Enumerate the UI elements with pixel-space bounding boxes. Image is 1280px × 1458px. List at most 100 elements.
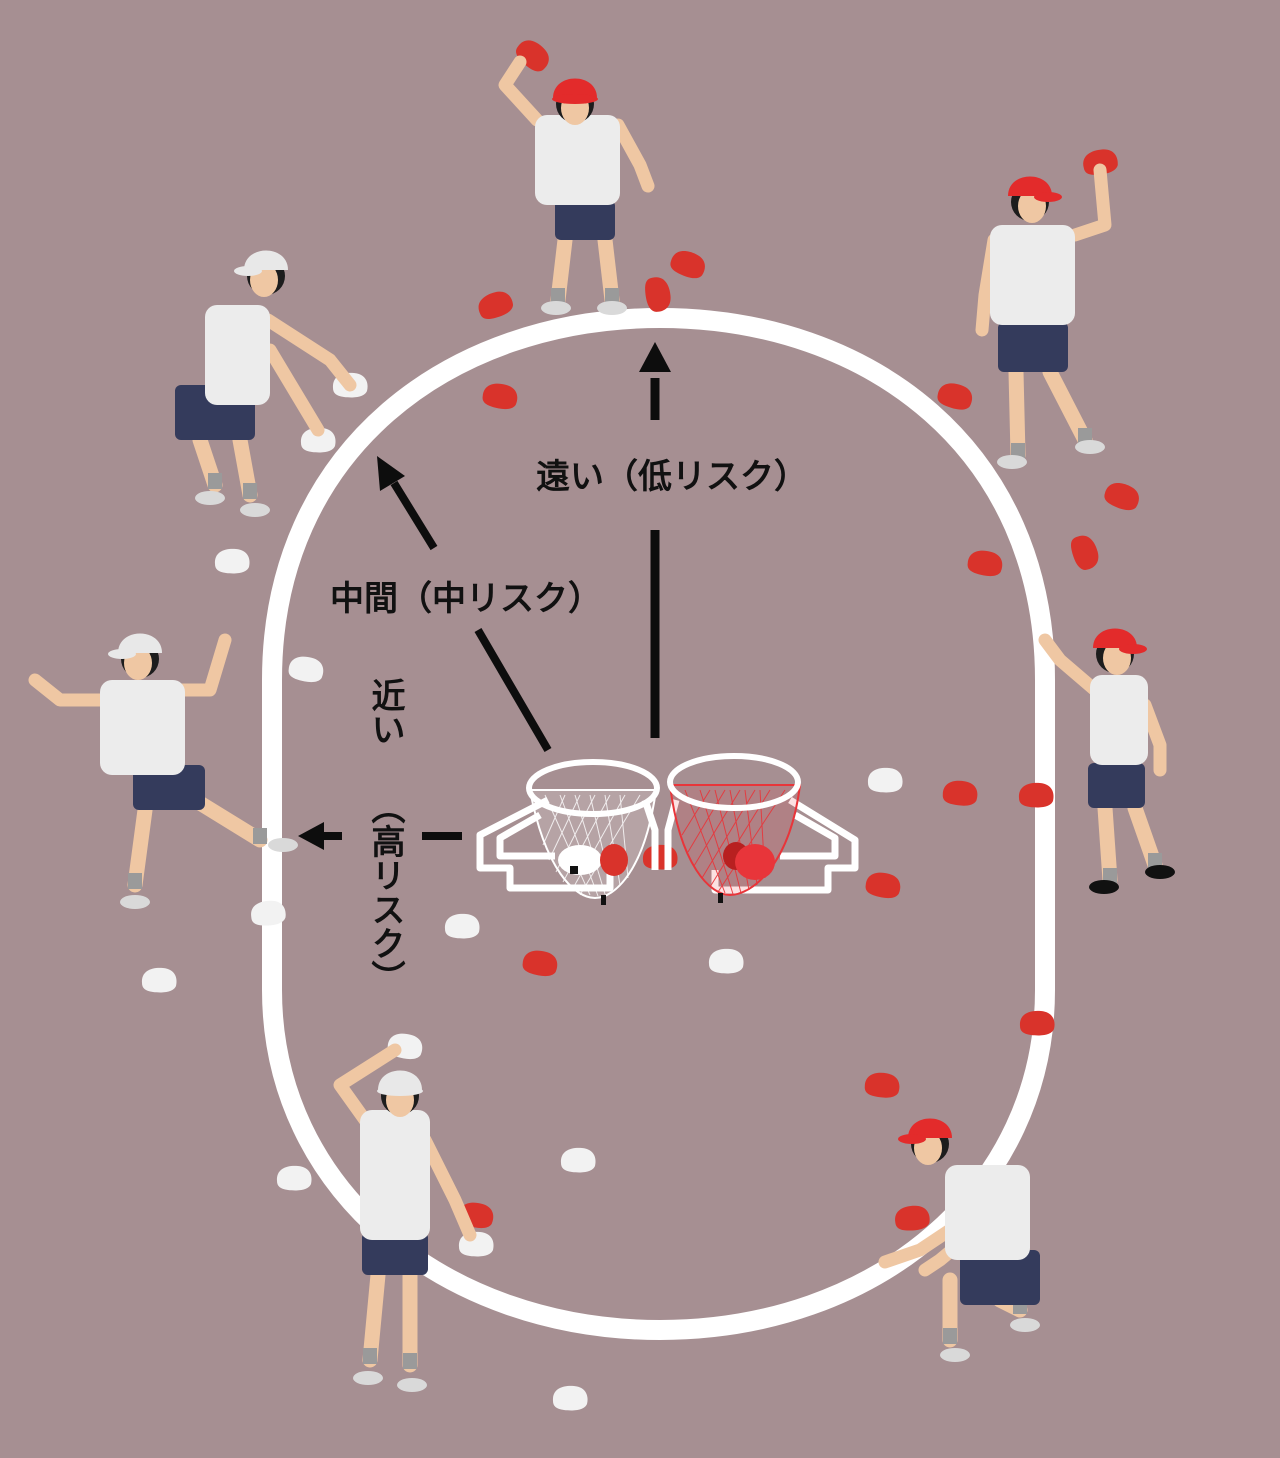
shoe [268, 838, 298, 852]
red-ball [1083, 149, 1118, 175]
leg [362, 1267, 386, 1368]
cap-brim [234, 266, 262, 276]
figure-white-picking-up [175, 250, 357, 517]
shoe [940, 1348, 970, 1362]
arm [498, 55, 544, 127]
white-ball [251, 900, 286, 926]
arm [1038, 633, 1102, 697]
arm [263, 343, 325, 437]
white-cap [244, 250, 288, 270]
white-ball [708, 948, 744, 974]
white-ball [444, 913, 480, 939]
shirt [1090, 675, 1148, 765]
leg [127, 802, 153, 893]
shoe [1075, 440, 1105, 454]
arrow-far [639, 342, 671, 738]
shirt [945, 1165, 1030, 1260]
leg [187, 792, 268, 848]
cap-brim [1119, 644, 1147, 654]
white-ball [214, 548, 250, 574]
label-far: 遠い（低リスク） [536, 457, 808, 497]
shoe [195, 491, 225, 505]
shoe [397, 1378, 427, 1392]
figure-white-throwing [333, 1043, 477, 1392]
shirt [990, 225, 1075, 325]
label-near-line2: （高リスク） [365, 790, 405, 994]
figure-red-throwing [975, 163, 1112, 469]
shorts [133, 765, 205, 810]
shorts [1088, 763, 1145, 808]
shorts [362, 1232, 428, 1275]
shoe [1010, 1318, 1040, 1332]
arm [261, 313, 357, 392]
arrow-middle [377, 456, 552, 753]
arm [878, 1223, 957, 1269]
red-ball [967, 550, 1003, 577]
red-ball [937, 383, 973, 410]
red-cap [1008, 176, 1052, 196]
arrow-near [298, 822, 462, 850]
white-ball [141, 967, 177, 993]
shirt [100, 680, 185, 775]
red-ball [522, 950, 558, 977]
shorts [960, 1250, 1040, 1305]
red-ball [1018, 782, 1054, 808]
cap-brim [898, 1134, 926, 1144]
red-ball [1019, 1010, 1055, 1036]
red-ball [482, 383, 518, 410]
figures-group [28, 55, 1175, 1392]
shoe [1089, 880, 1119, 894]
white-ball [560, 1147, 596, 1173]
cap-brim [1034, 192, 1062, 202]
arm [418, 1133, 477, 1242]
red-ball [478, 291, 514, 320]
shirt [205, 305, 270, 405]
red-cap [553, 78, 597, 98]
red-ball [865, 872, 901, 899]
shoe [997, 455, 1027, 469]
arm [333, 1043, 402, 1127]
white-ball [288, 656, 324, 683]
shorts [555, 200, 615, 240]
basket-red [664, 753, 859, 903]
white-ball [552, 1385, 588, 1411]
label-middle: 中間（中リスク） [330, 579, 602, 619]
shirt [360, 1110, 430, 1240]
red-ball [1104, 483, 1139, 511]
red-cap [1093, 628, 1137, 648]
white-ball [867, 767, 903, 793]
figure-red-walking [1038, 628, 1175, 894]
cap-brim [377, 1086, 423, 1096]
white-ball [300, 427, 336, 453]
red-ball [642, 844, 678, 870]
shoe [353, 1371, 383, 1385]
leg [1008, 364, 1026, 463]
balls-group [141, 40, 1139, 1411]
red-ball [864, 1072, 900, 1098]
figure-white-throwing [28, 633, 298, 909]
red-ball [1070, 535, 1099, 571]
red-cap [908, 1118, 952, 1138]
white-cap [378, 1070, 422, 1090]
shorts [998, 322, 1068, 372]
basket-white [476, 759, 660, 905]
white-ball [276, 1165, 312, 1191]
figure-red-throwing [498, 55, 655, 315]
red-ball [942, 780, 978, 806]
arm [611, 118, 655, 193]
shoe [597, 301, 627, 315]
label-near-line1: 近い [365, 678, 405, 746]
cap-brim [108, 649, 136, 659]
cap-brim [552, 94, 598, 104]
figure-red-crouching [878, 1118, 1040, 1362]
circle-track [262, 307, 1055, 1341]
arm [168, 633, 232, 697]
arm [1068, 163, 1112, 242]
red-ball [670, 251, 705, 279]
shoe [240, 503, 270, 517]
shirt [535, 115, 620, 205]
shoe [541, 301, 571, 315]
shoe [120, 895, 150, 909]
